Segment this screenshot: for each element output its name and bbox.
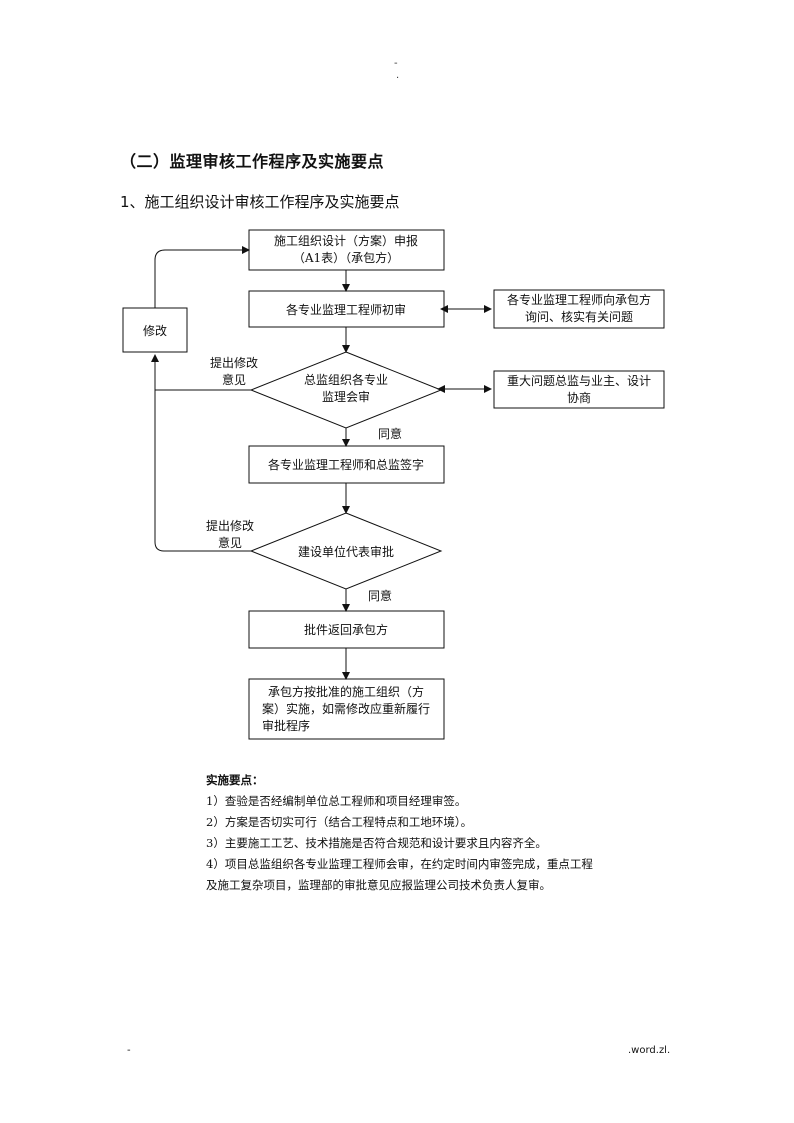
coordinate-line-2: 协商 — [567, 390, 591, 405]
note-item: 2）方案是否切实可行（结合工程特点和工地环境）。 — [206, 815, 473, 829]
note-item: 1）查验是否经编制单位总工程师和项目经理审签。 — [206, 794, 467, 808]
start-line-1: 施工组织设计（方案）申报 — [274, 233, 418, 248]
note-item: 及施工复杂项目，监理部的审批意见应报监理公司技术负责人复审。 — [206, 878, 551, 892]
header-mark-top: - — [394, 58, 398, 69]
notes-title: 实施要点： — [206, 773, 264, 787]
section-title: （二）监理审核工作程序及实施要点 — [120, 152, 385, 171]
footer-left-mark: - — [127, 1045, 131, 1056]
revise-label: 修改 — [143, 323, 167, 338]
feedback1-line-1: 提出修改 — [210, 355, 258, 370]
coordinate-line-1: 重大问题总监与业主、设计 — [507, 374, 651, 388]
note-item: 3）主要施工工艺、技术措施是否符合规范和设计要求且内容齐全。 — [206, 836, 547, 850]
inquiry-line-2: 询问、核实有关问题 — [525, 309, 633, 324]
inquiry-line-1: 各专业监理工程师向承包方 — [507, 292, 651, 307]
implement-line-3: 审批程序 — [262, 718, 310, 733]
meeting-line-1: 总监组织各专业 — [304, 372, 388, 387]
inquiry-box — [493, 289, 665, 329]
sign-label: 各专业监理工程师和总监签字 — [268, 457, 424, 472]
subsection-title: 1、施工组织设计审核工作程序及实施要点 — [120, 193, 400, 211]
flowchart: 施工组织设计（方案）申报 （A1表）（承包方） 各专业监理工程师初审 各专业监理… — [122, 229, 665, 740]
header-mark-bottom: . — [396, 70, 400, 81]
approval-label: 建设单位代表审批 — [298, 544, 394, 559]
initial-review-label: 各专业监理工程师初审 — [286, 302, 406, 317]
feedback1-line-2: 意见 — [222, 372, 246, 387]
agree1-label: 同意 — [378, 426, 402, 441]
feedback2-line-2: 意见 — [218, 535, 242, 550]
footer-right-text: .word.zl. — [628, 1045, 671, 1056]
meeting-line-2: 监理会审 — [322, 389, 370, 404]
agree2-label: 同意 — [368, 588, 392, 603]
start-line-2: （A1表）（承包方） — [293, 250, 399, 265]
implementation-notes: 实施要点： 1）查验是否经编制单位总工程师和项目经理审签。 2）方案是否切实可行… — [206, 770, 593, 896]
note-item: 4）项目总监组织各专业监理工程师会审，在约定时间内审签完成，重点工程 — [206, 857, 593, 871]
implement-line-1: 承包方按批准的施工组织（方 — [268, 684, 424, 699]
feedback2-line-1: 提出修改 — [206, 518, 254, 533]
implement-line-2: 案）实施，如需修改应重新履行 — [262, 701, 430, 716]
return-label: 批件返回承包方 — [304, 622, 388, 637]
coordinate-box — [493, 370, 665, 409]
